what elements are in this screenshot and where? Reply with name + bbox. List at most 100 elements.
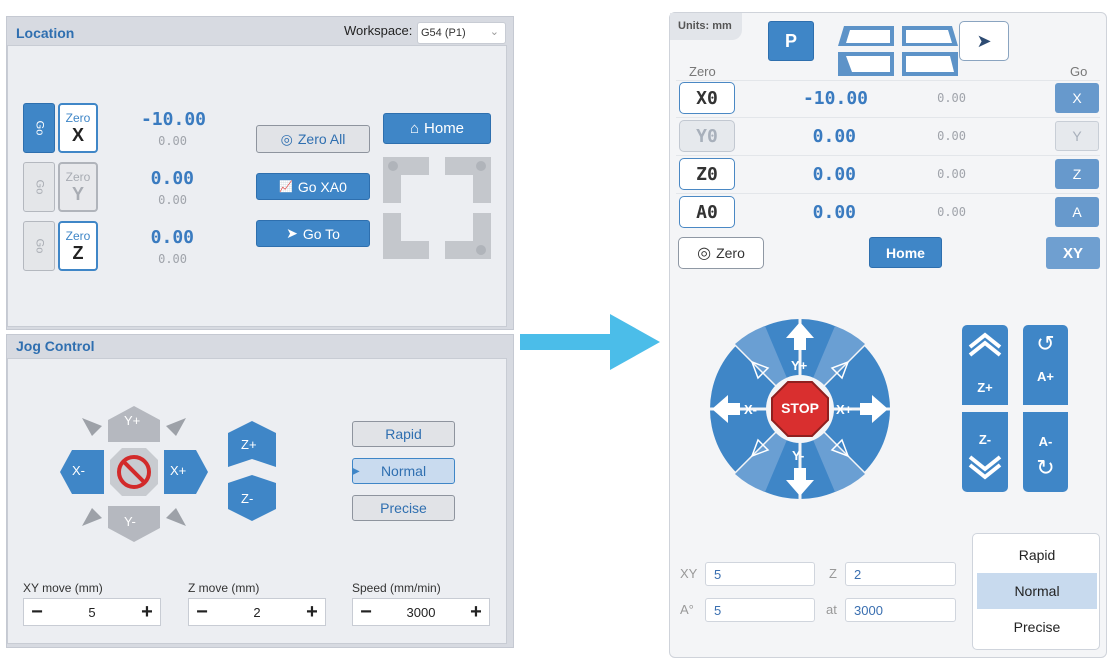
minus-icon[interactable]: − [31,600,43,623]
axis-row-x [676,80,1100,116]
plus-icon[interactable]: + [470,600,482,623]
go-to-button[interactable]: ➤Go To [256,220,370,247]
z-minus-label: Z- [978,432,992,447]
send-button[interactable]: ➤ [959,21,1009,61]
z-position: 0.00 [150,227,194,248]
jog-y-minus-label: Y- [124,514,136,529]
jog-x-plus-label-new: X+ [836,402,853,417]
jog-x-plus-button[interactable] [164,450,208,494]
minus-icon[interactable]: − [360,600,372,623]
arrow-right-icon [860,395,888,423]
zero-button[interactable]: ◎Zero [678,237,764,269]
jog-y-plus-label: Y+ [124,413,141,428]
home-icon: ⌂ [409,120,420,137]
jog-diagonal-dl-button[interactable] [82,508,102,526]
work-area-icon[interactable] [836,22,960,78]
go-a-axis-button[interactable]: A [1055,197,1099,227]
stop-button[interactable] [771,381,829,437]
y0-position: 0.00 [812,126,856,147]
go-x-axis-button[interactable]: X [1055,83,1099,113]
jog-y-plus-button[interactable] [108,406,160,442]
speed-label: Speed (mm/min) [352,581,441,595]
go-y-button[interactable]: Go [23,162,55,212]
a-minus-label: A- [1038,434,1053,449]
z-move-value[interactable]: 2 [253,604,261,620]
jog-diagonal-ur-button[interactable] [166,418,186,436]
send-icon: ➤ [286,225,298,241]
corner-jog-pad[interactable] [383,157,491,259]
mode-precise-option[interactable]: Precise [1013,619,1061,635]
go-xa0-button[interactable]: 📈Go XA0 [256,173,370,200]
a0-machine-position: 0.00 [937,205,966,219]
go-header: Go [1070,64,1088,79]
z-step-input[interactable]: 2 [845,562,956,586]
y-machine-position: 0.00 [158,193,187,207]
speed-stepper[interactable]: − 3000 + [352,598,490,626]
jog-diagonal-ul-button[interactable] [82,418,102,436]
stop-label: STOP [781,400,819,416]
plus-icon[interactable]: + [306,600,318,623]
probe-button[interactable]: P [768,21,814,61]
xy-move-value[interactable]: 5 [88,604,96,620]
x-position: -10.00 [140,109,206,130]
x0-position: -10.00 [802,88,868,109]
jog-diagonal-dr-button[interactable] [166,508,186,526]
jog-z-plus-button-new[interactable]: Z+ [962,325,1008,405]
go-z-button[interactable]: Go [23,221,55,271]
xy-move-stepper[interactable]: − 5 + [23,598,161,626]
zero-all-button[interactable]: ◎Zero All [256,125,370,153]
jog-z-minus-label: Z- [241,491,254,506]
workspace-select[interactable]: G54 (P1) ⌄ [417,22,506,44]
a0-position: 0.00 [812,202,856,223]
jog-x-minus-button[interactable] [60,450,104,494]
plus-icon[interactable]: + [141,600,153,623]
zero-y0-button[interactable]: Y0 [679,120,735,152]
home-button[interactable]: ⌂Home [383,113,491,144]
arrow-up-icon [786,322,814,350]
zero-z0-button[interactable]: Z0 [679,158,735,190]
jog-y-minus-button[interactable] [108,506,160,542]
feed-rate-input[interactable]: 3000 [845,598,956,622]
double-chevron-down-icon [968,455,1002,480]
mode-rapid-button[interactable]: Rapid [352,421,455,447]
target-icon: ◎ [280,130,293,147]
home-button-new[interactable]: Home [869,237,942,268]
zero-x0-button[interactable]: X0 [679,82,735,114]
jog-z-minus-button[interactable] [228,475,276,521]
go-z-axis-button[interactable]: Z [1055,159,1099,189]
a-step-input[interactable]: 5 [705,598,815,622]
z0-machine-position: 0.00 [937,167,966,181]
speed-value[interactable]: 3000 [406,604,436,620]
z0-position: 0.00 [812,164,856,185]
z-move-stepper[interactable]: − 2 + [188,598,326,626]
x-machine-position: 0.00 [158,134,187,148]
z-plus-label: Z+ [977,380,993,395]
minus-icon[interactable]: − [196,600,208,623]
jog-z-minus-button-new[interactable]: Z- [962,412,1008,492]
jog-title: Jog Control [16,338,95,354]
xy-jog-pad [60,406,208,542]
xy-button[interactable]: XY [1046,237,1100,269]
z-machine-position: 0.00 [158,252,187,266]
mode-normal-button[interactable]: ▶Normal [352,458,455,484]
jog-a-plus-button[interactable]: ↺ A+ [1023,325,1068,405]
jog-a-minus-button[interactable]: A- ↻ [1023,412,1068,492]
zero-a0-button[interactable]: A0 [679,196,735,228]
feed-rate-label: at [826,602,837,617]
go-y-axis-button[interactable]: Y [1055,121,1099,151]
workspace-label: Workspace: [344,23,413,38]
xy-step-input[interactable]: 5 [705,562,815,586]
a-step-label: A° [680,602,694,617]
mode-normal-option[interactable]: Normal [977,573,1097,609]
jog-y-minus-label-new: Y- [792,448,805,463]
units-tab: Units: mm [670,13,742,40]
mode-rapid-option[interactable]: Rapid [1018,547,1056,563]
double-chevron-up-icon [968,332,1002,357]
paper-plane-icon: ➤ [976,30,992,51]
mode-precise-button[interactable]: Precise [352,495,455,521]
jog-z-plus-button[interactable] [228,421,276,467]
go-x-button[interactable]: Go [23,103,55,153]
